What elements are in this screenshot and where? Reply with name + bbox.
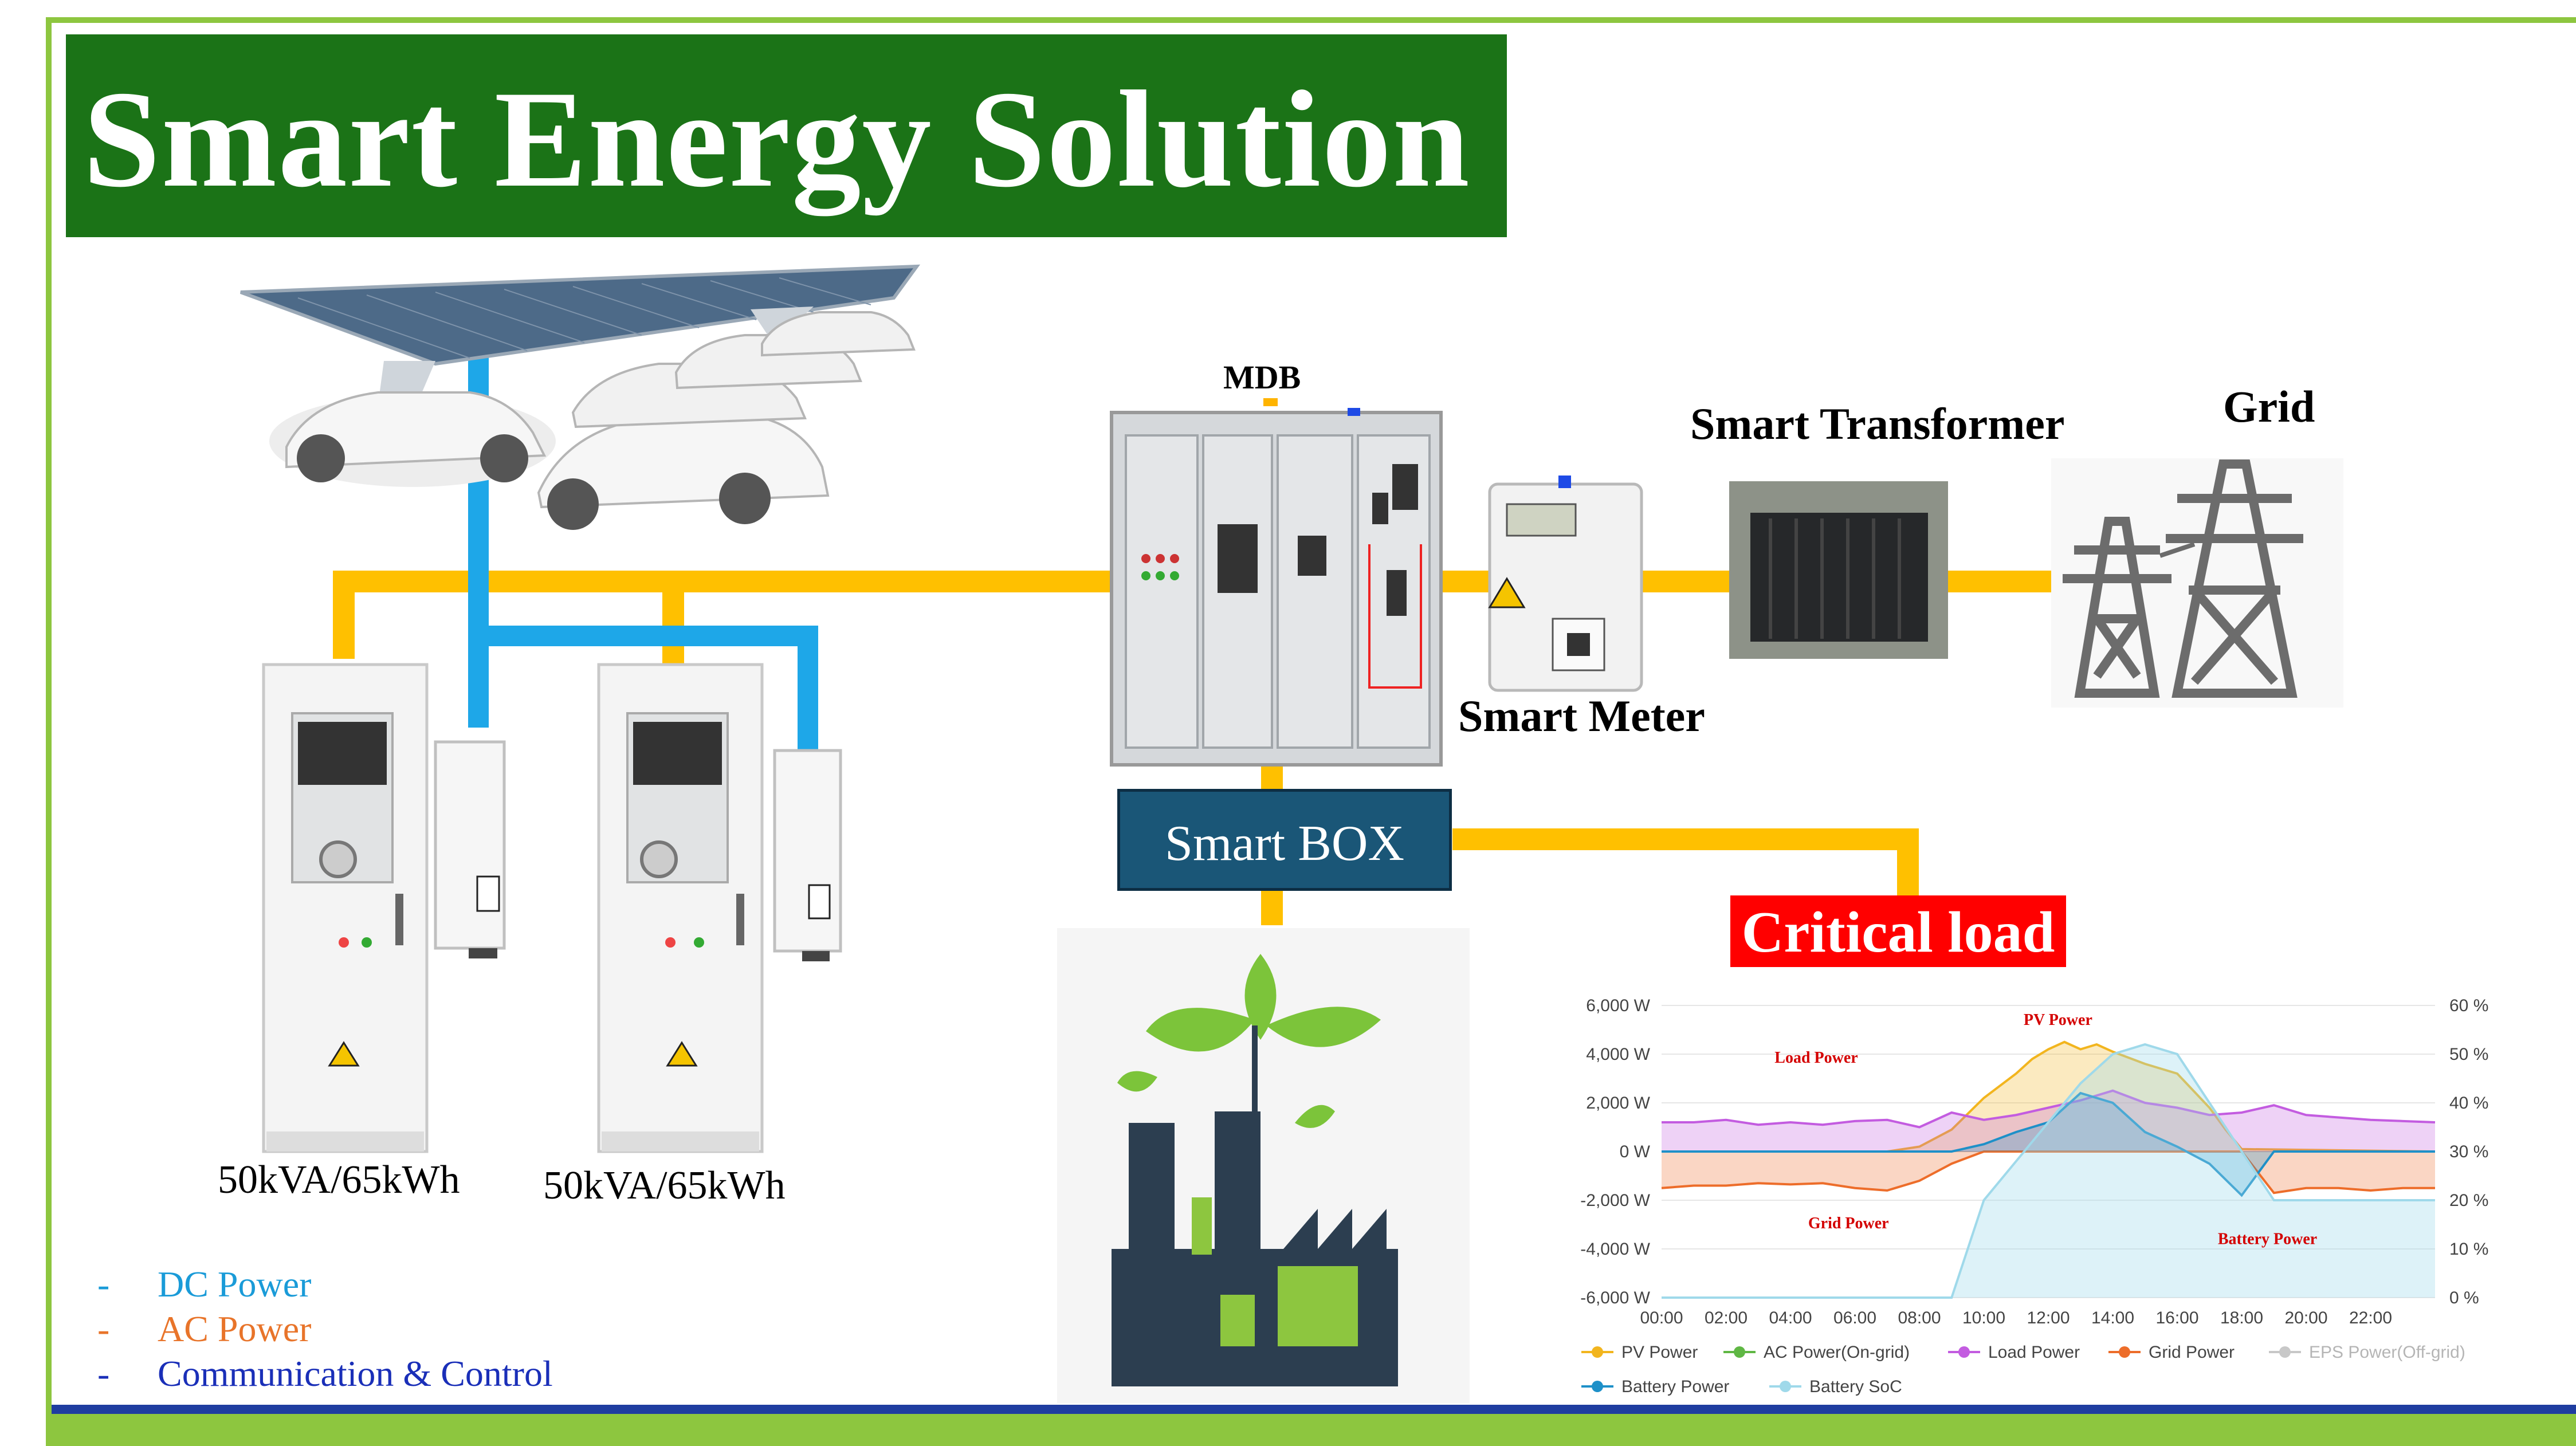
inverter-1-label: 50kVA/65kWh — [218, 1158, 460, 1202]
eco-factory-icon — [1057, 928, 1470, 1404]
legend-marker — [2279, 1346, 2291, 1358]
chart-annotation: Load Power — [1774, 1049, 1858, 1067]
x-tick-label: 10:00 — [1962, 1309, 2005, 1327]
legend-label: Communication & Control — [158, 1353, 553, 1394]
smart-transformer-device — [1729, 481, 1948, 659]
grid-towers — [2051, 458, 2343, 708]
series-line — [1662, 1089, 2436, 1129]
legend-marker — [1958, 1346, 1970, 1358]
chart-legend-label: Load Power — [1988, 1343, 2080, 1362]
x-tick-label: 20:00 — [2284, 1309, 2327, 1327]
critical-load-banner: Critical load — [1730, 895, 2066, 967]
chart-legend-label: Battery Power — [1621, 1377, 1729, 1396]
y2-tick-label: 0 % — [2449, 1288, 2479, 1307]
legend-dash: - — [97, 1353, 110, 1394]
bottom-border — [52, 1414, 2576, 1446]
chart-annotation: Grid Power — [1808, 1215, 1889, 1232]
smart-box-label: Smart BOX — [1165, 816, 1404, 871]
grid-label: Grid — [2223, 382, 2315, 431]
chart-annotation: Battery Power — [2218, 1231, 2317, 1248]
legend-marker — [1592, 1346, 1603, 1358]
title-banner: Smart Energy Solution — [66, 34, 1507, 237]
y-tick-label: -6,000 W — [1580, 1288, 1650, 1307]
chart-legend-label: Grid Power — [2149, 1343, 2235, 1362]
x-tick-label: 06:00 — [1833, 1309, 1876, 1327]
legend-marker — [2119, 1346, 2130, 1358]
solar-carport-illustration — [239, 264, 921, 530]
series-line — [1662, 1043, 2435, 1299]
series-line — [1661, 1150, 2435, 1194]
chart-legend-label: EPS Power(Off-grid) — [2309, 1343, 2465, 1362]
legend-item: - DC Power — [97, 1263, 311, 1306]
legend-marker — [1780, 1381, 1791, 1392]
legend-item: - Communication & Control — [97, 1353, 553, 1395]
y-tick-label: -2,000 W — [1580, 1191, 1650, 1210]
x-tick-label: 08:00 — [1898, 1309, 1941, 1327]
series-line — [1662, 1091, 2435, 1197]
legend-label: AC Power — [158, 1309, 312, 1349]
critical-load-label: Critical load — [1741, 900, 2055, 965]
series-area — [1662, 1044, 2435, 1298]
battery-cabinet-2 — [597, 663, 842, 1153]
y2-tick-label: 40 % — [2449, 1094, 2488, 1113]
legend-dash: - — [97, 1309, 110, 1349]
x-tick-label: 16:00 — [2155, 1309, 2198, 1327]
battery-cabinet-1 — [262, 663, 506, 1153]
y2-tick-label: 60 % — [2449, 996, 2488, 1015]
y2-tick-label: 30 % — [2449, 1142, 2488, 1161]
mdb-label: MDB — [1223, 359, 1301, 396]
y2-tick-label: 20 % — [2449, 1191, 2488, 1210]
smart-meter-device — [1488, 476, 1643, 692]
legend-label: DC Power — [158, 1264, 312, 1304]
y-tick-label: 0 W — [1620, 1142, 1651, 1161]
chart-legend-label: AC Power(On-grid) — [1764, 1343, 1910, 1362]
series-area — [1662, 1093, 2435, 1196]
inverter-2-label: 50kVA/65kWh — [543, 1164, 786, 1208]
y2-tick-label: 50 % — [2449, 1045, 2488, 1064]
y-tick-label: 2,000 W — [1586, 1094, 1650, 1113]
legend-marker — [1592, 1381, 1603, 1392]
legend-item: - AC Power — [97, 1308, 311, 1350]
y-tick-label: -4,000 W — [1580, 1240, 1650, 1259]
series-line — [1662, 1040, 2436, 1153]
mdb-panel — [1110, 398, 1443, 767]
y2-tick-label: 10 % — [2449, 1240, 2488, 1259]
x-tick-label: 00:00 — [1640, 1309, 1683, 1327]
x-tick-label: 22:00 — [2349, 1309, 2392, 1327]
legend-marker — [1734, 1346, 1745, 1358]
legend-dash: - — [97, 1264, 110, 1304]
x-tick-label: 18:00 — [2220, 1309, 2263, 1327]
smart-box: Smart BOX — [1117, 789, 1452, 891]
y-tick-label: 6,000 W — [1586, 996, 1650, 1015]
x-tick-label: 04:00 — [1769, 1309, 1812, 1327]
y-tick-label: 4,000 W — [1586, 1045, 1650, 1064]
ac-power-lines — [333, 571, 2051, 925]
x-tick-label: 12:00 — [2027, 1309, 2070, 1327]
page-title: Smart Energy Solution — [83, 62, 1471, 216]
smart-transformer-label: Smart Transformer — [1690, 399, 2065, 449]
series-area — [1662, 1042, 2435, 1152]
chart-annotation: PV Power — [2024, 1011, 2092, 1029]
series-area — [1662, 1152, 2435, 1193]
smart-meter-label: Smart Meter — [1458, 691, 1705, 741]
x-tick-label: 14:00 — [2091, 1309, 2134, 1327]
bottom-divider — [52, 1405, 2576, 1414]
chart-legend-label: Battery SoC — [1809, 1377, 1902, 1396]
power-chart: 6,000 W 4,000 W 2,000 W 0 W -2,000 W -4,000 W… — [1580, 996, 2488, 1396]
chart-legend-label: PV Power — [1621, 1343, 1698, 1362]
x-tick-label: 02:00 — [1705, 1309, 1748, 1327]
